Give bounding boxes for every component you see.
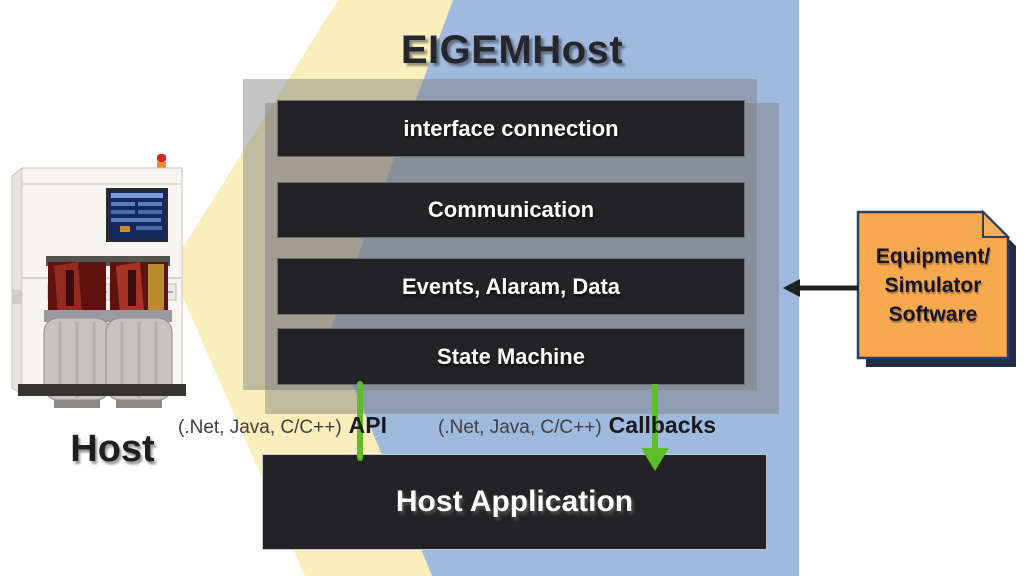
machine-screen xyxy=(106,188,168,242)
note-fold-corner xyxy=(982,209,1011,238)
host-application-label: Host Application xyxy=(395,485,634,518)
layer-box-events-alarm-data: Events, Alaram, Data xyxy=(277,258,745,315)
layer-label: Events, Alaram, Data xyxy=(401,273,621,299)
layer-box-communication: Communication xyxy=(277,182,745,238)
left-arrow-icon xyxy=(783,279,800,297)
layer-box-interface-connection: interface connection xyxy=(277,100,745,157)
layer-label: interface connection xyxy=(403,115,619,141)
note-line-2: Simulator xyxy=(884,274,982,297)
machine-pod-right xyxy=(105,256,173,408)
note-body xyxy=(856,210,1010,360)
host-application-box: Host Application xyxy=(262,454,767,550)
api-label-prefix: (.Net, Java, C/C++) xyxy=(178,417,342,438)
callbacks-label: (.Net, Java, C/C++) Callbacks xyxy=(438,412,716,439)
host-caption: Host xyxy=(70,428,155,470)
layer-label: State Machine xyxy=(437,343,585,369)
note-line-1: Equipment/ xyxy=(875,245,991,268)
api-label-bold: API xyxy=(348,412,388,438)
api-label: (.Net, Java, C/C++) API xyxy=(178,412,387,439)
layer-label: Communication xyxy=(427,197,595,222)
callbacks-label-prefix: (.Net, Java, C/C++) xyxy=(438,417,602,438)
equipment-note-shape xyxy=(783,209,1016,367)
machine-pod-left xyxy=(43,256,111,408)
callbacks-label-bold: Callbacks xyxy=(608,412,717,438)
host-machine-illustration xyxy=(11,154,186,408)
page-title: EIGEMHost xyxy=(400,28,624,72)
equipment-note-text: Equipment/ Simulator Software xyxy=(858,242,1008,329)
layer-box-state-machine: State Machine xyxy=(277,328,745,385)
note-line-3: Software xyxy=(888,303,978,326)
